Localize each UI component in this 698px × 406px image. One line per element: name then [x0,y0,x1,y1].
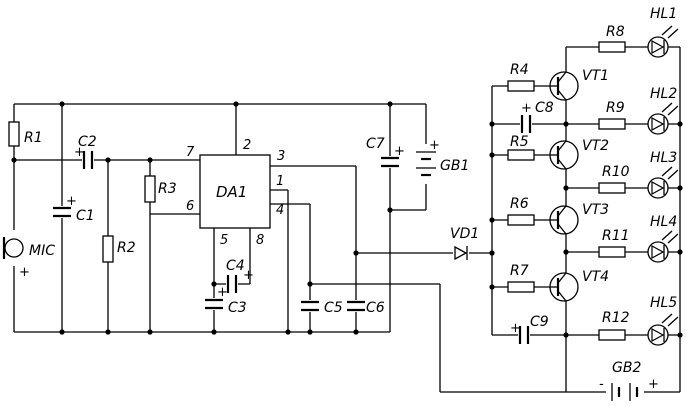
label-r7: R7 [510,263,529,279]
label-hl4: HL4 [650,214,677,230]
wires-left [13,103,680,393]
polarity-plus: + [510,321,521,336]
label-vt4: VT4 [582,269,609,285]
label-c7: C7 [366,136,385,152]
capacitor-c2 [82,150,94,170]
polarity-marks: + + + + + + + + + + - [19,101,659,392]
battery-gb2 [606,380,644,404]
label-r2: R2 [117,240,136,256]
label-c5: C5 [324,300,343,316]
label-c1: C1 [76,208,95,224]
transistor-vt2 [549,140,579,170]
resistor-r8 [598,41,626,53]
capacitor-c4 [226,274,238,294]
label-c6: C6 [366,300,385,316]
label-hl3: HL3 [650,150,677,166]
label-hl5: HL5 [650,295,677,311]
capacitor-c1 [52,206,72,218]
label-c2: C2 [78,134,97,150]
diode-vd1 [453,245,469,261]
polarity-plus: + [66,194,77,209]
label-r10: R10 [602,164,630,180]
label-r11: R11 [602,228,630,244]
resistor-r11 [598,246,626,258]
pin-6: 6 [186,199,194,214]
label-vt1: VT1 [582,68,609,84]
junction-dots [11,101,683,338]
polarity-minus: - [599,377,604,392]
polarity-plus: + [648,377,659,392]
ic-da1 [199,154,271,229]
label-r6: R6 [510,196,529,212]
label-vt3: VT3 [582,202,609,218]
pin-2: 2 [243,138,251,153]
capacitor-c7 [380,156,400,168]
resistor-r9 [598,118,626,130]
battery-gb1 [414,144,438,184]
pin-3: 3 [277,149,285,164]
label-c9: C9 [530,314,549,330]
label-c3: C3 [228,300,247,316]
polarity-plus: + [19,265,30,280]
resistor-r3 [144,175,156,203]
label-r4: R4 [510,62,529,78]
pin-1: 1 [276,174,284,189]
polarity-plus: + [429,138,440,153]
polarity-plus: + [521,101,532,116]
led-hl2 [647,102,679,135]
led-hl4 [647,230,679,263]
transistor-vt3 [549,205,579,235]
led-hl5 [647,313,679,346]
label-gb2: GB2 [612,360,641,376]
polarity-plus: + [217,285,228,300]
label-hl1: HL1 [650,6,677,22]
resistor-r4 [507,80,535,92]
capacitor-c9 [518,325,530,345]
led-hl3 [647,166,679,199]
capacitor-c3 [204,298,224,310]
label-r9: R9 [606,100,625,116]
pin-4: 4 [276,203,284,218]
component-labels: R1 C2 C1 MIC R2 R3 DA1 2 3 7 1 6 4 5 8 C… [24,6,677,376]
label-mic: MIC [29,243,55,259]
microphone-mic [0,230,28,266]
label-c8: C8 [535,100,554,116]
resistor-r6 [507,214,535,226]
resistor-r1 [8,121,20,147]
label-hl2: HL2 [650,86,677,102]
label-r3: R3 [158,181,177,197]
transistor-vt4 [549,272,579,302]
resistor-r2 [102,235,114,263]
label-r5: R5 [510,134,529,150]
polarity-plus: + [394,144,405,159]
label-gb1: GB1 [440,158,469,174]
led-hl1 [647,25,679,58]
label-c4: C4 [226,258,245,274]
label-r8: R8 [606,24,625,40]
label-da1: DA1 [216,183,247,201]
transistor-vt1 [549,71,579,101]
polarity-plus: + [74,145,85,160]
capacitor-c6 [346,300,366,312]
polarity-plus: + [243,268,254,283]
pin-8: 8 [256,233,264,248]
resistor-r10 [598,182,626,194]
resistor-r7 [507,281,535,293]
capacitor-c8 [520,114,532,134]
label-r1: R1 [24,130,43,146]
label-r12: R12 [602,310,630,326]
pin-7: 7 [186,145,195,160]
pin-5: 5 [220,233,228,248]
resistor-r12 [598,329,626,341]
label-vt2: VT2 [582,138,609,154]
resistor-r5 [507,149,535,161]
label-vd1: VD1 [450,226,479,242]
capacitor-c5 [300,300,320,312]
